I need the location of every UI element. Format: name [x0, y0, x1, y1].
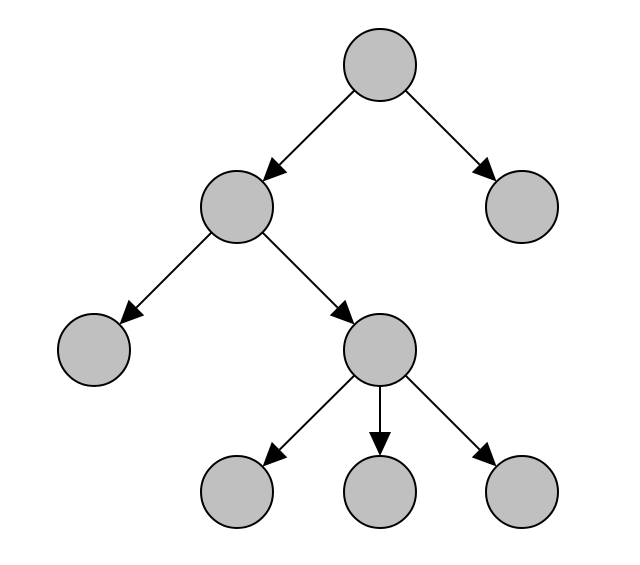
edge-line: [278, 374, 356, 451]
tree-node-a1: [57, 313, 131, 387]
edge-line: [135, 231, 213, 309]
edge-a-to-a2: [261, 231, 355, 325]
arrowhead-icon: [471, 156, 497, 182]
edge-a2-to-a2-1: [262, 374, 356, 467]
edge-a2-to-a2-3: [404, 374, 497, 467]
arrowhead-icon: [471, 441, 497, 467]
edge-root-to-b: [404, 89, 497, 182]
edge-line: [261, 231, 339, 309]
edge-line: [404, 89, 481, 166]
tree-node-a: [200, 170, 274, 244]
edge-line: [278, 89, 356, 166]
arrowhead-icon: [262, 156, 288, 182]
edge-a2-to-a2-2: [369, 386, 391, 456]
edge-a-to-a1: [119, 231, 213, 325]
arrowhead-icon: [329, 299, 355, 325]
edges-layer: [119, 89, 497, 467]
tree-node-a2-1: [200, 455, 274, 529]
tree-node-root: [343, 28, 417, 102]
tree-node-a2: [343, 313, 417, 387]
tree-node-b: [485, 170, 559, 244]
tree-node-a2-2: [343, 455, 417, 529]
arrowhead-icon: [369, 432, 391, 456]
arrowhead-icon: [119, 299, 145, 325]
edge-line: [404, 374, 481, 451]
tree-node-a2-3: [485, 455, 559, 529]
edge-root-to-a: [262, 89, 356, 182]
nodes-layer: [57, 28, 559, 529]
arrowhead-icon: [262, 441, 288, 467]
